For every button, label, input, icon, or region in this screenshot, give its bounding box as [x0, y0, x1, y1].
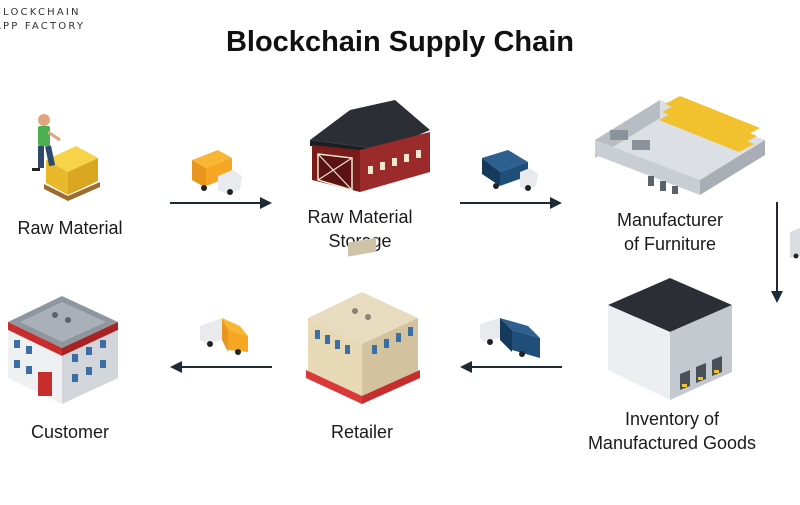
retailer-label-text: Retailer [330, 422, 394, 442]
customer-label: Customer [0, 420, 140, 444]
page-title: Blockchain Supply Chain [225, 26, 575, 58]
arrow-retailer-to-customer-head [170, 361, 182, 373]
logo-line-1: BLOCKCHAIN [0, 7, 81, 18]
retailer-label: Retailer [302, 420, 422, 444]
manufacturer-label-line-1: Manufacturer [616, 210, 724, 230]
manufacturer-label-line-2: of Furniture [623, 234, 717, 254]
raw-material-label: Raw Material [0, 216, 140, 240]
customer-label-text: Customer [30, 422, 110, 442]
arrow-manufacturer-to-inventory-head [771, 291, 783, 303]
inventory-label: Inventory of Manufactured Goods [572, 407, 772, 455]
arrow-inventory-to-retailer-head [460, 361, 472, 373]
raw-material-label-text: Raw Material [17, 218, 123, 238]
arrow-raw-to-storage-head [260, 197, 272, 209]
inventory-label-line-2: Manufactured Goods [587, 433, 757, 453]
raw-material-storage-label-line-1: Raw Material [307, 207, 413, 227]
brand-logo: BLOCKCHAIN APP FACTORY [0, 6, 85, 34]
manufacturer-label: Manufacturer of Furniture [595, 208, 745, 256]
logo-line-2: APP FACTORY [0, 21, 86, 32]
inventory-label-line-1: Inventory of [624, 409, 720, 429]
arrow-storage-to-manufacturer-head [550, 197, 562, 209]
